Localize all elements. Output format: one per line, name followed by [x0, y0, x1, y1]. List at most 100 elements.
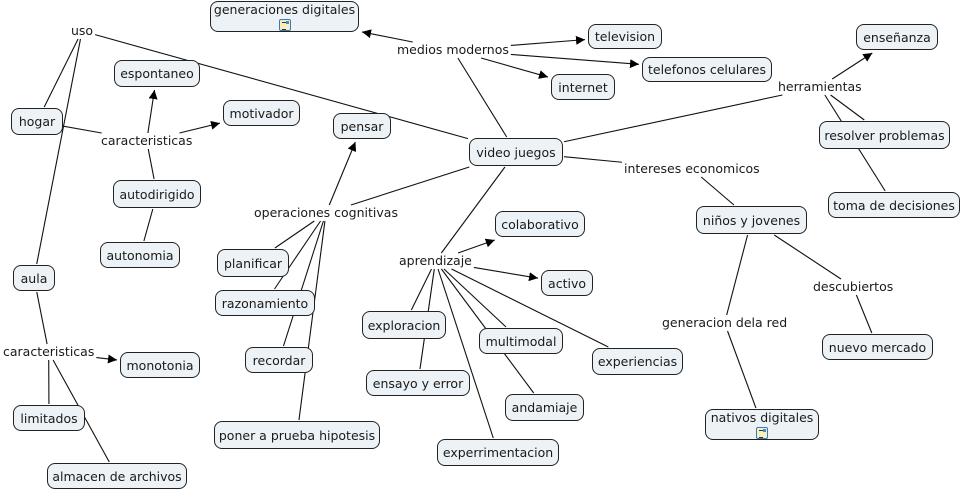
- link-phrase-caracteristicas[interactable]: caracteristicas: [100, 134, 194, 148]
- link-phrase-caracteristicas[interactable]: caracteristicas: [2, 344, 96, 359]
- link-label: caracteristicas: [3, 344, 95, 359]
- link-label: generacion dela red: [662, 315, 788, 330]
- concept-label: autodirigido: [119, 186, 195, 202]
- connection-operaciones-razonamiento: [274, 220, 322, 290]
- concept-label: nativos digitales: [710, 410, 814, 425]
- link-label: aprendizaje: [399, 253, 472, 268]
- concept-label: nuevo mercado: [828, 339, 927, 355]
- connection-caract2-monotonia: [96, 354, 118, 364]
- connection-videojuegos-intereses: [563, 156, 623, 163]
- concept-resolver-problemas[interactable]: resolver problemas: [819, 121, 950, 149]
- concept-activo[interactable]: activo: [541, 270, 593, 296]
- concept-label: motivador: [229, 105, 294, 121]
- link-label: descubiertos: [813, 279, 894, 294]
- concept-telefonos-celulares[interactable]: telefonos celulares: [642, 57, 772, 82]
- link-label: medios modernos: [397, 42, 509, 57]
- concept-autonomia[interactable]: autonomia: [100, 242, 180, 268]
- concept-ensenanza[interactable]: enseñanza: [856, 24, 938, 50]
- concept-ensayo-y-error[interactable]: ensayo y error: [366, 370, 470, 396]
- concept-espontaneo[interactable]: espontaneo: [114, 60, 200, 87]
- link-label: operaciones cognitivas: [254, 205, 398, 220]
- concept-planificar[interactable]: planificar: [217, 249, 289, 277]
- concept-hogar[interactable]: hogar: [11, 108, 63, 135]
- link-phrase-herramientas[interactable]: herramientas: [777, 80, 863, 94]
- concept-label: activo: [548, 275, 586, 291]
- link-phrase-aprendizaje[interactable]: aprendizaje: [398, 254, 473, 268]
- concept-label: hogar: [18, 114, 56, 129]
- concept-label: internet: [558, 79, 608, 95]
- concept-experiencias[interactable]: experiencias: [592, 348, 683, 375]
- concept-label: toma de decisiones: [833, 197, 955, 213]
- concept-label: recordar: [252, 352, 306, 368]
- connection-videojuegos-medios: [457, 57, 508, 138]
- concept-internet[interactable]: internet: [551, 74, 615, 100]
- link-phrase-descubiertos[interactable]: descubiertos: [812, 279, 895, 294]
- connection-intereses-ninos: [700, 176, 735, 206]
- concept-label: television: [594, 29, 656, 44]
- link-phrase-operaciones-cognitivas[interactable]: operaciones cognitivas: [253, 206, 399, 220]
- link-label: uso: [71, 23, 94, 38]
- link-phrase-uso[interactable]: uso: [70, 23, 95, 38]
- concept-nativos-digitales[interactable]: nativos digitales: [705, 409, 819, 440]
- connection-medios-generaciones: [361, 29, 413, 43]
- connection-aprendizaje-colaborativo: [457, 238, 495, 254]
- concept-label: niños y jovenes: [702, 212, 801, 228]
- concept-experrimentacion[interactable]: experrimentacion: [437, 439, 559, 466]
- link-label: herramientas: [778, 79, 862, 94]
- connection-operaciones-recordar: [282, 220, 324, 347]
- concept-video-juegos[interactable]: video juegos: [469, 138, 563, 166]
- concept-recordar[interactable]: recordar: [245, 347, 313, 373]
- concept-generaciones-digitales[interactable]: generaciones digitales: [210, 1, 359, 32]
- connection-descubiertos-nuevomercado: [855, 294, 873, 334]
- concept-monotonia[interactable]: monotonia: [120, 352, 200, 378]
- concept-nuevo-mercado[interactable]: nuevo mercado: [822, 334, 933, 360]
- connection-hogar-caract1: [63, 125, 102, 134]
- resource-document-icon[interactable]: [278, 19, 291, 31]
- concept-label: razonamiento: [221, 295, 309, 311]
- concept-ninos-y-jovenes[interactable]: niños y jovenes: [696, 206, 807, 234]
- link-phrase-intereses-economicos[interactable]: intereses economicos: [623, 162, 761, 176]
- connection-uso-hogar: [43, 38, 79, 108]
- link-phrase-generacion-dela-red[interactable]: generacion dela red: [661, 315, 789, 330]
- link-label: intereses economicos: [624, 161, 760, 176]
- concept-exploracion[interactable]: exploracion: [362, 311, 446, 339]
- connection-uso-aula: [36, 38, 82, 265]
- concept-razonamiento[interactable]: razonamiento: [215, 290, 315, 316]
- connection-ninos-descubiertos: [773, 234, 842, 280]
- link-phrase-medios-modernos[interactable]: medios modernos: [396, 43, 510, 57]
- connection-operaciones-pensar: [328, 141, 357, 206]
- concept-multimodal[interactable]: multimodal: [479, 328, 563, 354]
- concept-label: ensayo y error: [372, 375, 464, 391]
- concept-toma-de-decisiones[interactable]: toma de decisiones: [828, 192, 960, 218]
- connection-operaciones-poner: [298, 220, 326, 421]
- concept-pensar[interactable]: pensar: [333, 113, 391, 139]
- connection-autodirigido-autonomia: [143, 208, 154, 242]
- concept-poner-a-prueba-hipotesis[interactable]: poner a prueba hipotesis: [214, 421, 380, 449]
- connection-videojuegos-herramientas: [563, 94, 783, 143]
- concept-label: experrimentacion: [442, 445, 554, 460]
- concept-andamiaje[interactable]: andamiaje: [505, 394, 584, 421]
- concept-aula[interactable]: aula: [13, 265, 55, 291]
- concept-colaborativo[interactable]: colaborativo: [495, 211, 585, 237]
- concept-almacen-de-archivos[interactable]: almacen de archivos: [47, 463, 187, 489]
- concept-television[interactable]: television: [588, 24, 662, 49]
- concept-label: generaciones digitales: [213, 2, 356, 17]
- connection-aula-caract2: [36, 291, 48, 345]
- concept-motivador[interactable]: motivador: [223, 100, 300, 126]
- connection-operaciones-planificar: [274, 220, 315, 249]
- concept-limitados[interactable]: limitados: [13, 405, 85, 431]
- concept-label: almacen de archivos: [52, 468, 182, 484]
- connection-herramientas-resolver: [830, 94, 865, 121]
- concept-label: enseñanza: [863, 29, 931, 45]
- concept-autodirigido[interactable]: autodirigido: [113, 180, 201, 208]
- connection-medios-television: [510, 35, 586, 47]
- connection-videojuegos-operaciones: [350, 166, 470, 206]
- resource-document-icon[interactable]: [756, 427, 768, 439]
- connection-caract1-motivador: [179, 120, 221, 134]
- concept-label: exploracion: [367, 317, 441, 333]
- concept-label: autonomia: [106, 247, 174, 263]
- connection-aprendizaje-multimodal: [443, 268, 507, 328]
- concept-label: video juegos: [476, 144, 556, 160]
